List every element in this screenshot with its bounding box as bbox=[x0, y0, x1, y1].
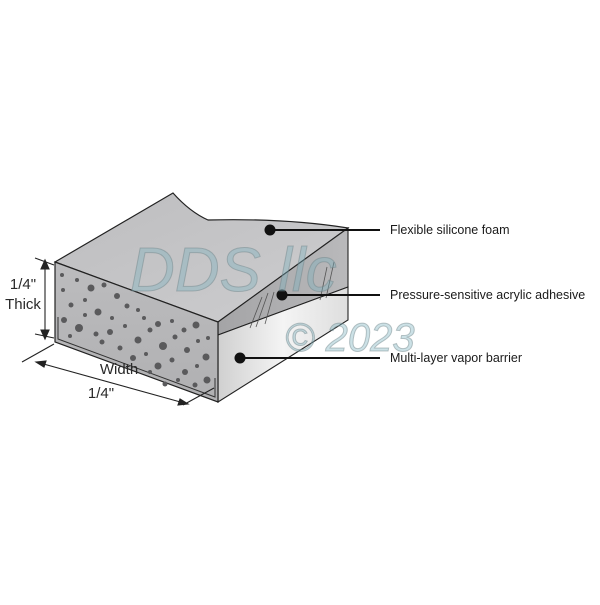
watermark-copyright: © 2023 bbox=[285, 316, 416, 360]
thickness-label: Thick bbox=[5, 296, 41, 313]
callout-adhesive-label: Pressure-sensitive acrylic adhesive bbox=[390, 288, 586, 302]
width-label: Width bbox=[99, 361, 139, 378]
width-value: 1/4" bbox=[87, 385, 115, 402]
thickness-value: 1/4" bbox=[9, 276, 37, 293]
top-face bbox=[53, 192, 350, 323]
callout-leaders bbox=[234, 224, 380, 364]
width-dimension bbox=[21, 343, 215, 406]
callout-barrier-label: Multi-layer vapor barrier bbox=[390, 351, 522, 365]
front-face bbox=[54, 261, 219, 403]
watermark-brand: DDS llc bbox=[130, 236, 338, 305]
thickness-dimension bbox=[34, 257, 55, 341]
callout-foam-label: Flexible silicone foam bbox=[390, 223, 510, 237]
foam-pores bbox=[60, 273, 211, 388]
